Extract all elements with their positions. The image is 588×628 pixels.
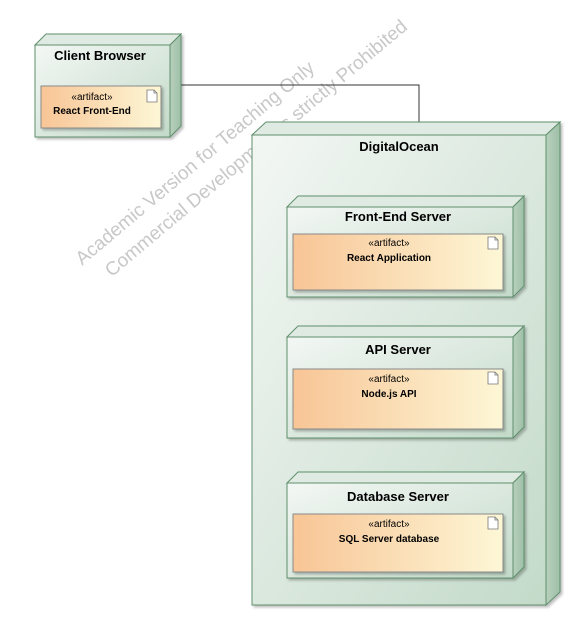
artifact-node-js-api[interactable] [292,368,504,430]
node-title-digitalocean: DigitalOcean [359,139,439,154]
artifact-stereotype: «artifact» [71,92,113,103]
artifact-name: SQL Server database [339,534,440,545]
artifact-icon [487,236,499,250]
artifact-icon [487,516,499,530]
node-title-database-server: Database Server [347,489,449,504]
artifact-stereotype: «artifact» [368,374,410,385]
node-title-api-server: API Server [365,342,431,357]
artifact-name: React Application [347,253,431,264]
node-title-front-end-server: Front-End Server [345,209,451,224]
artifact-react-front-end[interactable] [40,85,162,129]
node-title-client-browser: Client Browser [54,48,146,63]
artifact-name: React Front-End [53,106,131,117]
artifact-icon [146,89,158,103]
artifact-sql-server-database[interactable] [292,513,504,573]
artifact-stereotype: «artifact» [368,238,410,249]
artifact-icon [487,371,499,385]
artifact-react-application[interactable] [292,233,504,291]
artifact-name: Node.js API [361,389,416,400]
artifact-stereotype: «artifact» [368,519,410,530]
